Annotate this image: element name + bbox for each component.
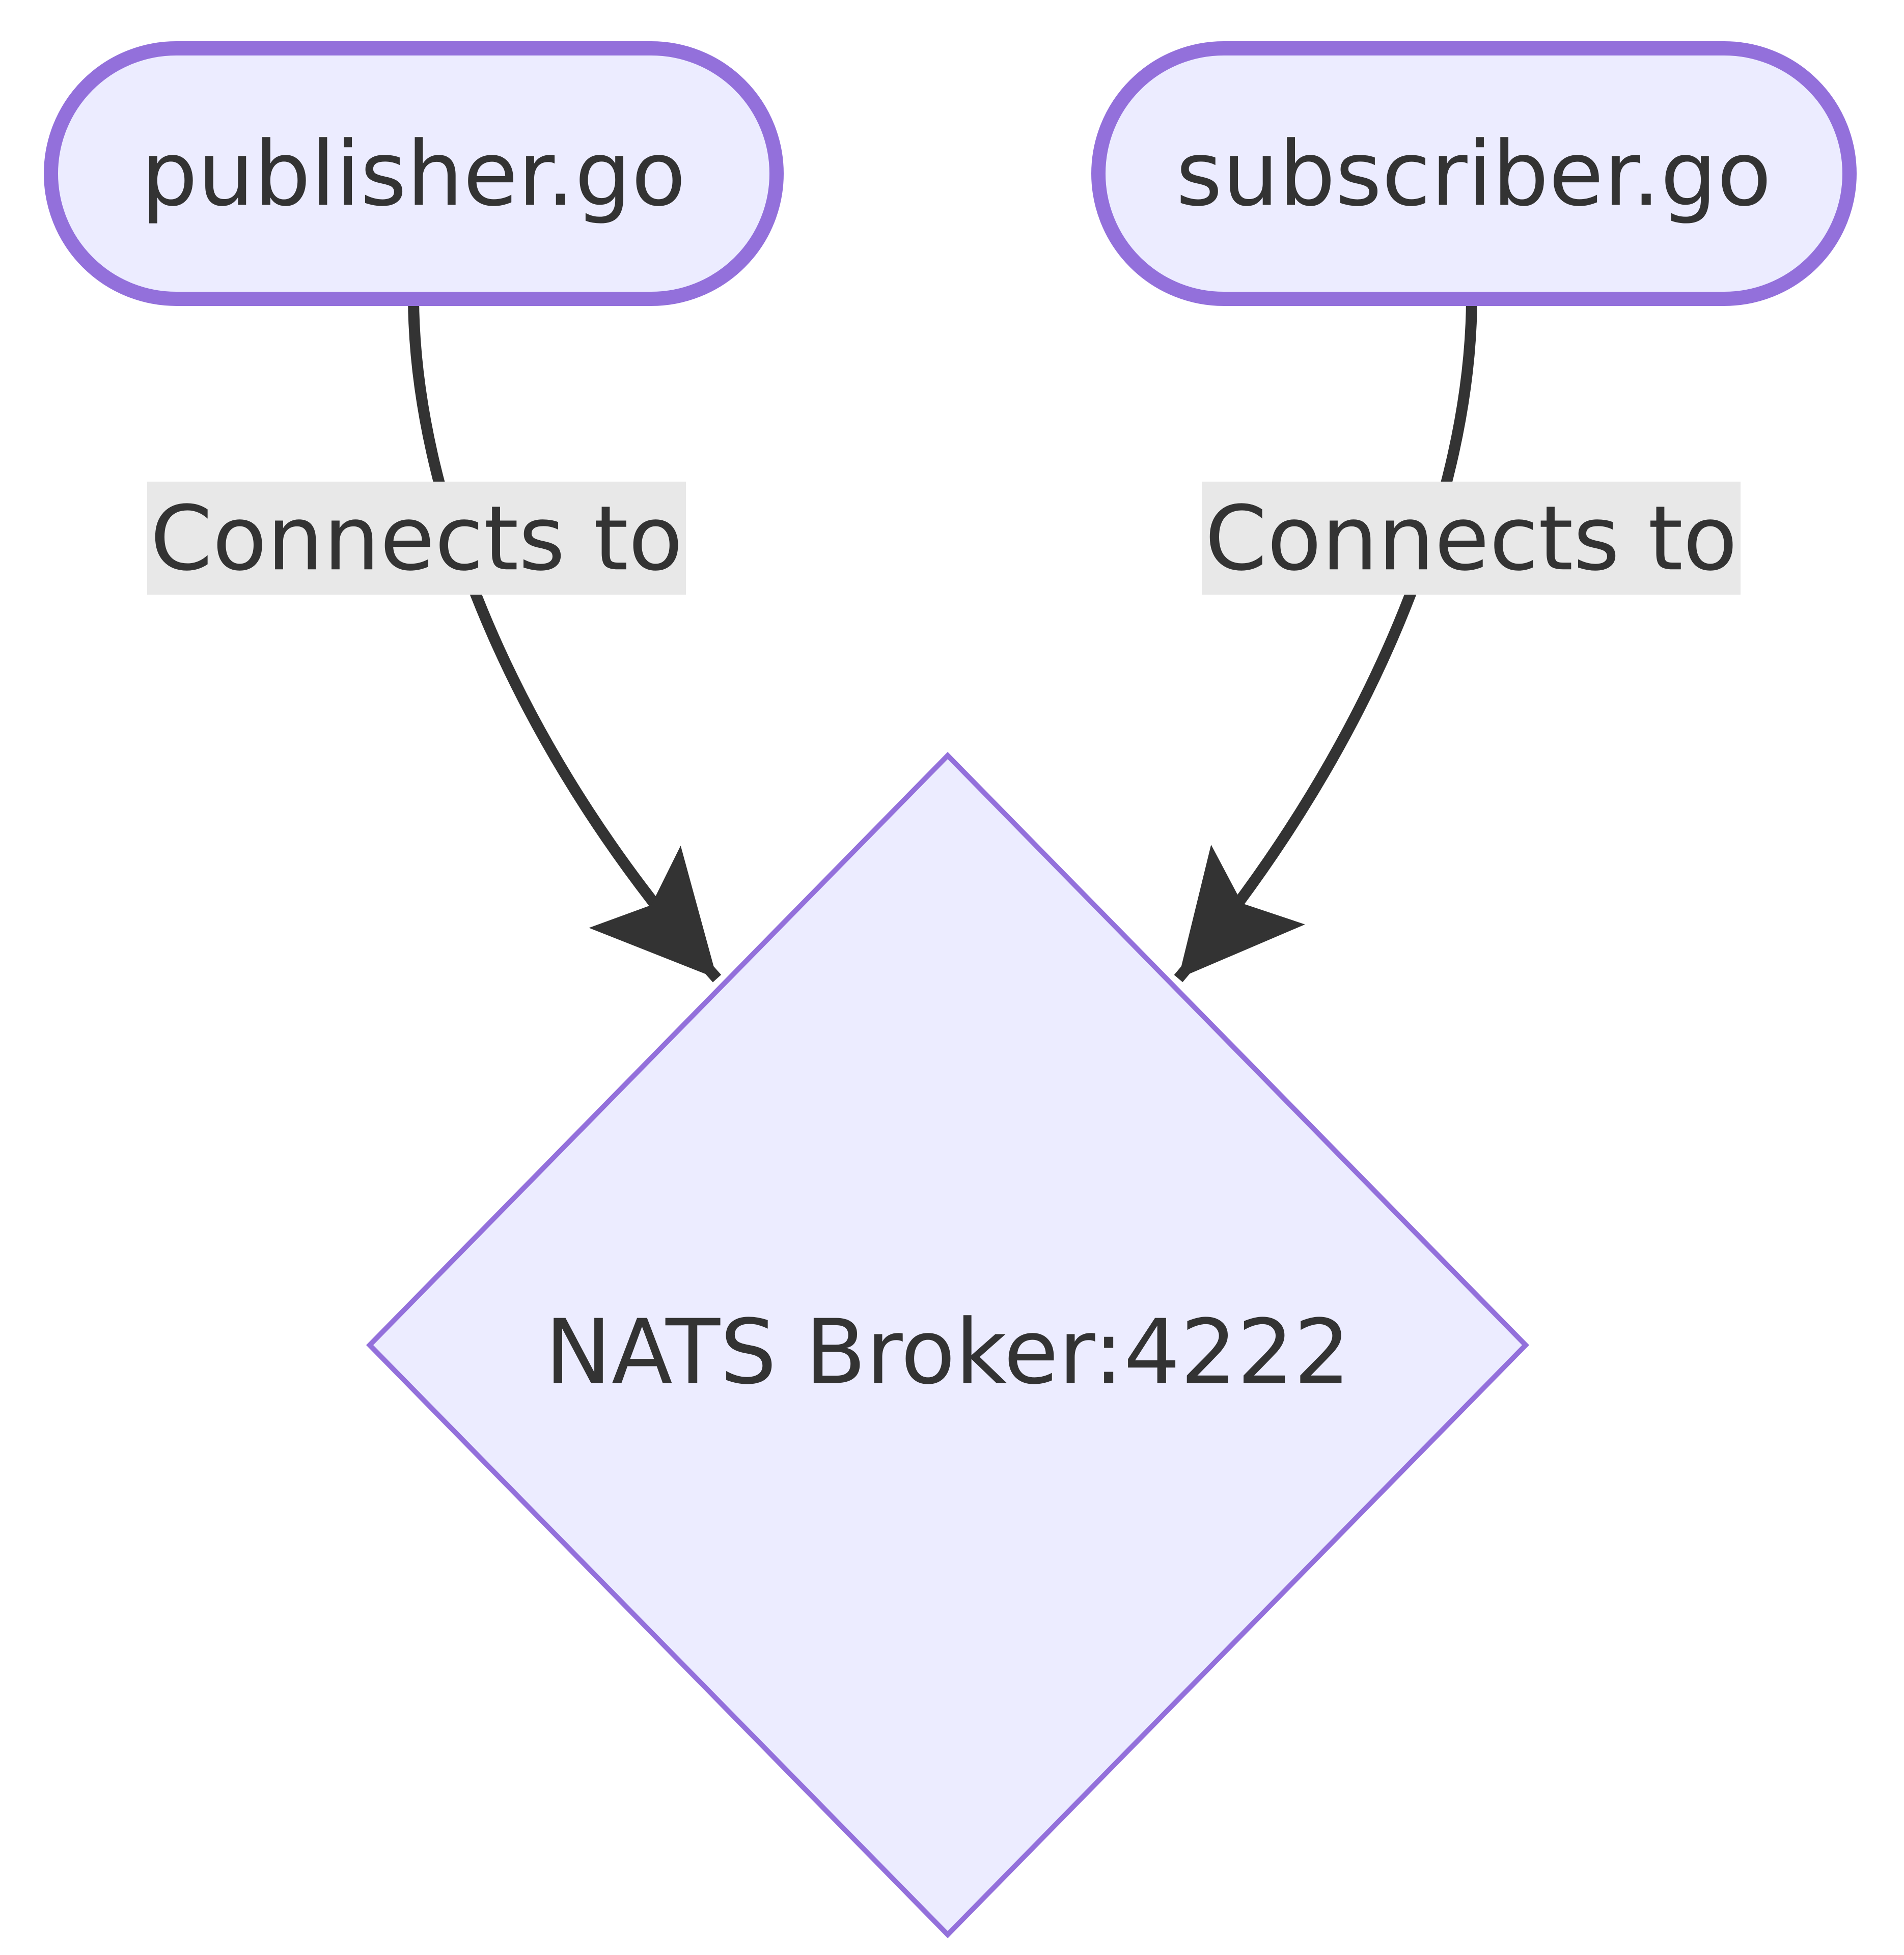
edge-label-background: [147, 482, 686, 595]
node-publisher-shape: [44, 41, 784, 306]
node-subscriber-label: subscriber.go: [1176, 123, 1772, 226]
node-subscriber-shape: [1091, 41, 1857, 306]
edge-label-subscriber-broker: Connects to: [1202, 482, 1741, 595]
node-subscriber: subscriber.go: [1091, 41, 1857, 306]
edge-publisher-to-broker: [408, 299, 722, 983]
edge-subscriber-to-broker: [1174, 299, 1477, 983]
node-broker-shape: [366, 751, 1530, 1939]
edge-label-text: Connects to: [150, 487, 683, 591]
edge-label-background: [1202, 482, 1741, 595]
node-publisher: publisher.go: [44, 41, 784, 306]
node-publisher-label: publisher.go: [141, 123, 686, 226]
node-broker: NATS Broker:4222: [366, 751, 1530, 1939]
node-broker-label: NATS Broker:4222: [545, 1301, 1350, 1404]
edge-label-text: Connects to: [1205, 487, 1737, 591]
edge-label-publisher-broker: Connects to: [147, 482, 686, 595]
